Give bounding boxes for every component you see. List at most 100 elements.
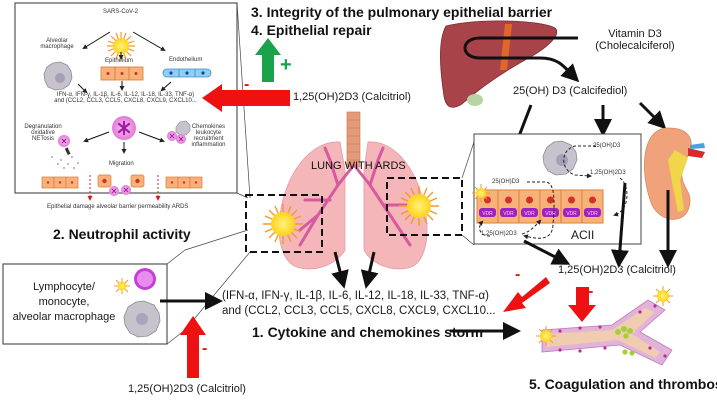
vdr-label: VDR xyxy=(587,211,598,217)
vdr-label: VDR xyxy=(482,211,493,217)
vdr-receptor xyxy=(584,208,601,217)
minus-sign: - xyxy=(515,266,521,283)
connector-line xyxy=(236,192,249,199)
vdr-label: VDR xyxy=(524,211,535,217)
degranulation-line: Degranulation xyxy=(24,124,62,130)
virus-label: SARS-CoV-2 xyxy=(103,9,139,15)
virus-icon xyxy=(472,184,490,202)
epithelium-icon xyxy=(100,66,144,81)
chemokines-line: inflammation xyxy=(191,142,226,148)
calcitriol-label-right: 1,25(OH)2D3 (Calcitriol) xyxy=(558,264,676,276)
calcitriol-label-bottom: 1,25(OH)2D3 (Calcitriol) xyxy=(128,383,246,395)
macrophage-icon xyxy=(542,140,578,176)
storm-line: and (CCL2, CCL3, CCL5, CXCL8, CXCL9, CXC… xyxy=(222,305,496,317)
lung-label: LUNG WITH ARDS xyxy=(311,160,406,172)
minus-sign: - xyxy=(244,76,250,93)
acii-cell xyxy=(581,189,604,224)
integrity-title: 3. Integrity of the pulmonary epithelial… xyxy=(251,4,553,20)
thrombosis-title: 5. Coagulation and thrombosis xyxy=(529,376,717,392)
vdr-label: VDR xyxy=(545,211,556,217)
vdr-receptor xyxy=(479,208,496,217)
degranulation-label: Degranulation oxidative NETosis xyxy=(18,124,68,142)
storm-cytokines: (IFN-α, IFN-γ, IL-1β, IL-6, IL-12, IL-18… xyxy=(222,289,496,319)
connector-line xyxy=(184,229,249,251)
alveolar-label-line: Alveolar xyxy=(46,38,68,44)
migration-label: Migration xyxy=(109,161,134,167)
acii-macrophage-out: 1,25(OH)2D3 xyxy=(590,170,626,176)
cell-nucleus xyxy=(568,196,575,204)
neutrophil-icon xyxy=(112,116,136,140)
epithelium-label: Epithelium xyxy=(105,58,134,64)
vitamin-d3-label: Vitamin D3 (Cholecalciferol) xyxy=(585,28,685,52)
macrophage-icon xyxy=(123,300,161,338)
promote-arrow-up xyxy=(255,38,281,82)
alveolar-label-line: macrophage xyxy=(40,44,74,50)
net-strand xyxy=(64,147,71,156)
endothelium-label: Endothelium xyxy=(169,57,203,63)
inhibit-arrow-left xyxy=(202,84,290,112)
panel-cytokines-line: IFN-α, IFN-γ, IL-1β, IL-6, IL-12, IL-18,… xyxy=(56,92,195,98)
kidney-icon xyxy=(644,127,705,220)
chemokines-label: Chemokines leukocyte recruitment inflamm… xyxy=(186,124,231,148)
virus-icon xyxy=(536,326,556,346)
neutrophil-activity-title: 2. Neutrophil activity xyxy=(53,226,191,242)
acii-cell xyxy=(560,189,583,224)
panel-footer: Epithelial damage alveolar barrier perme… xyxy=(47,204,189,210)
minus-sign: - xyxy=(202,340,208,357)
acii-macrophage-in: 25(OH)D3 xyxy=(593,143,621,149)
immune-line: Lymphocyte/ xyxy=(33,281,95,293)
chemokines-line: recruitment xyxy=(193,136,224,142)
vdr-receptor xyxy=(521,208,538,217)
virus-icon xyxy=(653,286,673,306)
vdr-receptor xyxy=(542,208,559,217)
inhibit-arrow-diag xyxy=(503,277,550,312)
immune-line: alveolar macrophage xyxy=(12,311,116,323)
acii-cell-out: 1,25(OH)2D3 xyxy=(481,231,517,237)
immune-line: monocyte, xyxy=(38,296,90,308)
inhibit-arrow-up xyxy=(180,316,206,378)
storm-line: (IFN-α, IFN-γ, IL-1β, IL-6, IL-12, IL-18… xyxy=(222,290,490,302)
acii-label: ACII xyxy=(571,228,595,242)
zoom-box-left xyxy=(245,194,323,253)
vitamin-line: (Cholecalciferol) xyxy=(595,40,675,52)
granules xyxy=(51,156,79,169)
degranulation-line: NETosis xyxy=(31,136,54,142)
chemokines-line: leukocyte xyxy=(195,130,222,136)
vitamin-line: Vitamin D3 xyxy=(608,28,662,40)
calcifediol-label: 25(OH) D3 (Calcifediol) xyxy=(513,85,628,97)
cell-nucleus xyxy=(505,196,512,204)
cell-nucleus xyxy=(589,196,596,204)
lung-icon xyxy=(278,111,428,270)
epithelium-damaged-icon xyxy=(41,174,203,196)
macrophage-icon xyxy=(43,61,73,91)
chemokines-line: Chemokines xyxy=(191,124,226,130)
immune-cells-label: Lymphocyte/ monocyte, alveolar macrophag… xyxy=(5,280,123,325)
vitamin-path-arrow xyxy=(463,36,580,83)
acii-cell-in: 25(OH)D3 xyxy=(492,179,520,185)
calcitriol-label-top: 1,25(OH)2D3 (Calcitriol) xyxy=(293,91,411,103)
virus-icon xyxy=(114,278,130,294)
zoom-box-right xyxy=(386,177,463,236)
virus-icon xyxy=(399,186,439,226)
panel-cytokines-line: and (CCL2, CCL3, CCL5, CXCL8, CXCL9, CXC… xyxy=(54,98,197,104)
inhibit-arrow-down xyxy=(568,287,596,322)
endothelium-icon xyxy=(162,68,212,78)
cell-nucleus xyxy=(547,196,554,204)
alveolar-macrophage-label: Alveolar macrophage xyxy=(37,38,77,50)
vdr-label: VDR xyxy=(503,211,514,217)
chemokine-cells-icon xyxy=(167,120,191,144)
storm-title: 1. Cytokine and chemokines storm xyxy=(252,324,484,340)
cell-nucleus xyxy=(526,196,533,204)
plus-sign: + xyxy=(280,54,292,76)
lymphocyte-icon xyxy=(134,268,156,290)
degranulation-line: oxidative xyxy=(31,130,55,136)
virus-icon xyxy=(107,32,135,60)
blood-vessel-icon xyxy=(541,299,673,366)
neutrophil-degranulating-icon xyxy=(58,135,70,147)
vdr-receptor xyxy=(500,208,517,217)
acii-cell xyxy=(497,189,520,224)
minus-sign: - xyxy=(588,283,594,300)
acii-cell xyxy=(539,189,562,224)
